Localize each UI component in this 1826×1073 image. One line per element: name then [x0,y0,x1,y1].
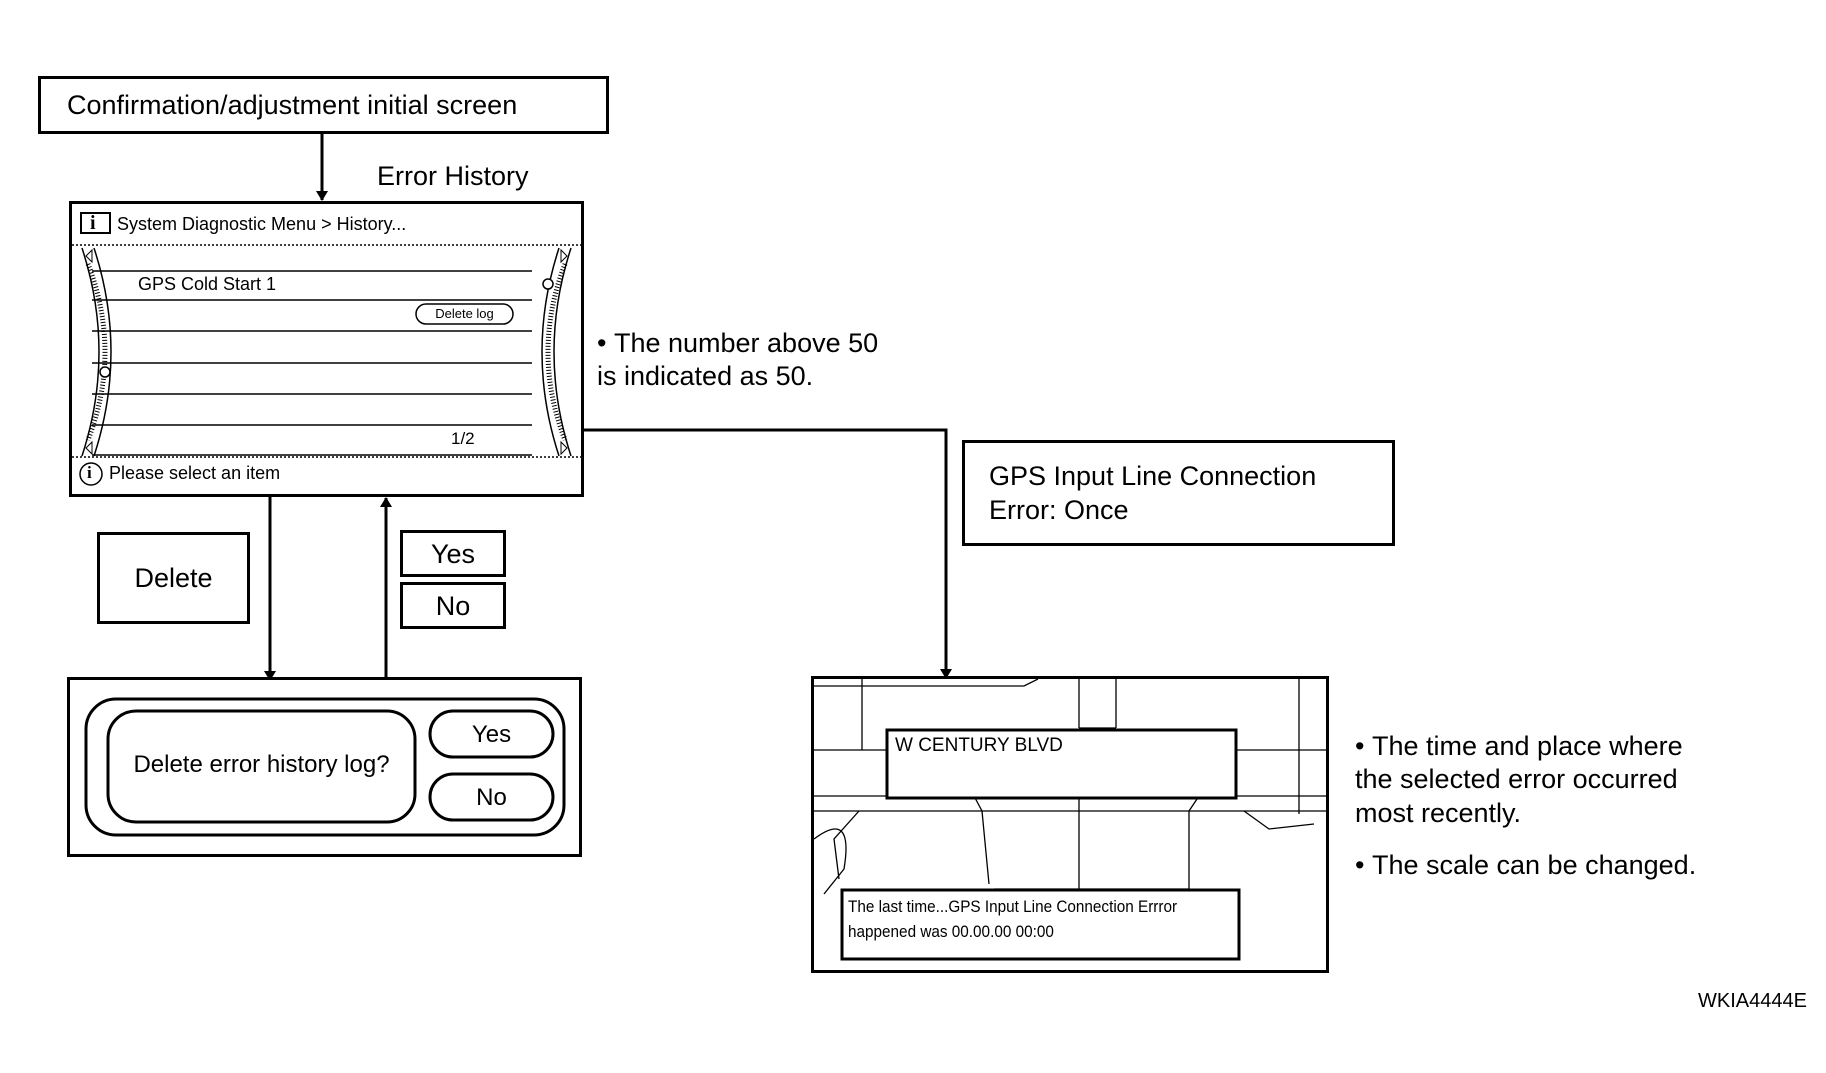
yes-label: Yes [430,539,476,569]
error-count-line2: Error: Once [989,495,1129,525]
dialog-question: Delete error history log? [133,751,390,778]
map-graphics [814,679,1326,961]
figure-code: WKIA4444E [1698,990,1807,1012]
error-count-box: GPS Input Line Connection Error: Once [962,440,1395,546]
map-screen: W CENTURY BLVD The last time...GPS Input… [811,676,1329,973]
info-icon-box [80,212,111,234]
yes-label-box: Yes [400,530,506,577]
initial-screen-label: Confirmation/adjustment initial screen [67,90,518,120]
note-time-place-line3: most recently. [1355,798,1522,828]
history-screen-graphics [72,212,581,486]
street-name: W CENTURY BLVD [895,735,1063,756]
info-box-frame [840,888,1241,961]
dialog-graphics [84,697,566,837]
delete-log-pill [415,303,514,325]
delete-log-button[interactable]: Delete log [435,306,494,321]
error-count-line1: GPS Input Line Connection [989,461,1317,491]
history-screen: i System Diagnostic Menu > History... GP… [69,201,584,497]
dialog-question-frame [106,709,417,824]
status-message: Please select an item [109,463,281,483]
delete-dialog-screen: Delete error history log? Yes No [67,677,582,857]
note-time-place-line1: • The time and place where [1355,731,1683,761]
status-info-circle [79,462,103,486]
initial-screen-box: Confirmation/adjustment initial screen [38,76,609,134]
arrow-history-to-map [582,428,952,679]
no-label-box: No [400,582,506,629]
note-50-line1: • The number above 50 [597,328,879,358]
last-error-line1: The last time...GPS Input Line Connectio… [848,897,1178,916]
street-label-frame [885,728,1238,800]
note-50-line2: is indicated as 50. [597,361,814,391]
note-scale: • The scale can be changed. [1355,850,1697,880]
dialog-no-frame [428,772,555,822]
dialog-yes-frame [428,709,555,759]
right-scroll-rail [553,247,572,457]
dialog-yes-button[interactable]: Yes [471,721,512,748]
dialog-no-button[interactable]: No [476,784,507,811]
note-time-place-line2: the selected error occurred [1355,764,1678,794]
no-label: No [435,591,471,621]
breadcrumb: System Diagnostic Menu > History... [117,214,407,234]
delete-label: Delete [134,563,213,593]
last-error-line2: happened was 00.00.00 00:00 [848,922,1054,941]
page-indicator: 1/2 [451,429,475,448]
status-info-icon: i [87,463,92,482]
delete-label-box: Delete [97,532,250,624]
error-history-caption: Error History [377,161,529,191]
list-item-gps-cold-start[interactable]: GPS Cold Start 1 [138,274,277,294]
info-icon: i [90,212,96,234]
